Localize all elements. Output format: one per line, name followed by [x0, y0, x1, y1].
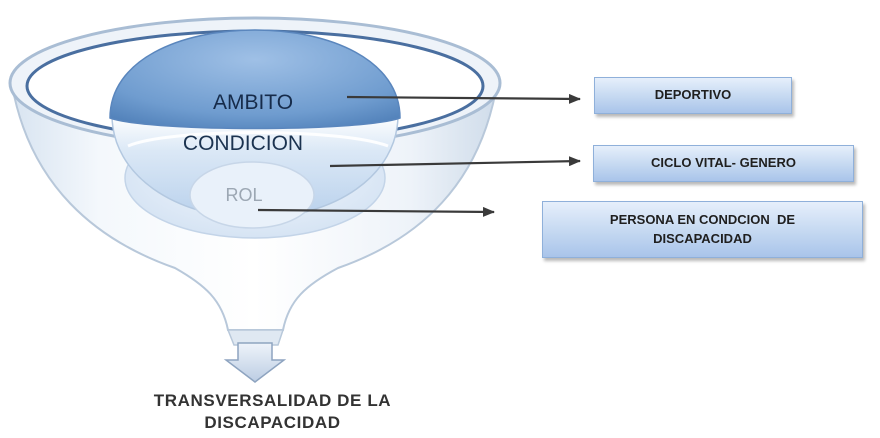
persona-text-line2: DISCAPACIDAD — [653, 230, 752, 246]
deportivo-text: DEPORTIVO — [654, 87, 732, 103]
layer-highlight — [127, 131, 389, 148]
arrow-condicion-to-ciclo — [329, 156, 581, 168]
condicion-label: CONDICION — [183, 132, 303, 155]
deportivo-box: DEPORTIVO — [594, 77, 792, 114]
ciclo-vital-genero-text: CICLO VITAL- GENERO — [651, 155, 796, 171]
arrow-rol-to-persona — [257, 206, 495, 217]
rol-label: ROL — [225, 185, 262, 205]
ambito-label: AMBITO — [213, 91, 293, 114]
caption-line2: DISCAPACIDAD — [204, 412, 341, 432]
funnel-neck — [226, 329, 285, 346]
down-arrow-icon — [223, 342, 287, 383]
persona-discapacidad-box: PERSONA EN CONDCION DE DISCAPACIDAD — [542, 201, 863, 258]
caption-line1: TRANSVERSALIDAD DE LA — [153, 391, 392, 410]
rol-disc — [189, 161, 315, 229]
ambito-layer — [109, 29, 401, 130]
diagram-caption: TRANSVERSALIDAD DE LA DISCAPACIDAD — [150, 390, 395, 434]
ciclo-vital-genero-box: CICLO VITAL- GENERO — [593, 145, 854, 182]
persona-text-line1: PERSONA EN CONDCION DE — [609, 211, 796, 227]
arrow-ambito-to-deportivo — [346, 93, 581, 104]
